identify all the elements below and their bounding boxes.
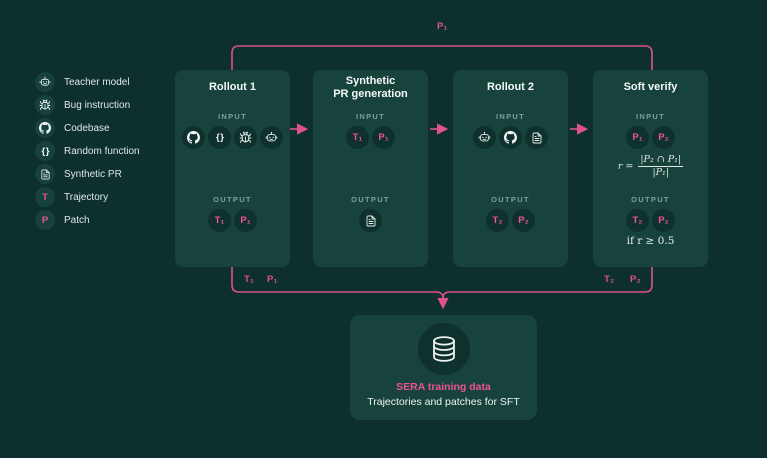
document-icon: [525, 126, 548, 149]
document-icon: [35, 164, 55, 184]
robot-icon: [473, 126, 496, 149]
output-row: T₂ P₂: [593, 209, 708, 232]
badge-p1: P₁: [234, 209, 257, 232]
connector-bottom-left: [231, 267, 444, 299]
legend: Teacher model Bug instruction Codebase: [35, 72, 140, 233]
input-label: INPUT: [356, 112, 385, 121]
github-icon: [499, 126, 522, 149]
letter-t-icon: T: [35, 187, 55, 207]
legend-label: Random function: [64, 145, 140, 157]
flow-label-t1-bottom: T₁: [244, 274, 255, 285]
legend-item-teacher-model: Teacher model: [35, 72, 140, 92]
input-row: [453, 126, 568, 149]
output-row: T₂ P₂: [453, 209, 568, 232]
database-icon: [417, 323, 470, 375]
formula-denominator: |P₁|: [652, 167, 670, 179]
output-row: T₁ P₁: [175, 209, 290, 232]
bug-icon: [234, 126, 257, 149]
badge-t1: T₁: [208, 209, 231, 232]
overlap-ratio-formula: r = |P₂ ∩ P₁| |P₁|: [593, 154, 708, 180]
input-label: INPUT: [218, 112, 247, 121]
output-label: OUTPUT: [351, 195, 390, 204]
formula-lhs: r =: [617, 161, 634, 173]
flow-label-t2-bottom: T₂: [604, 274, 615, 285]
letter-p-glyph: P: [41, 214, 49, 226]
github-icon: [35, 118, 55, 138]
legend-label: Bug instruction: [64, 99, 131, 111]
input-label: INPUT: [636, 112, 665, 121]
legend-item-random-function: { } Random function: [35, 141, 140, 161]
input-row: T₁ P₁: [313, 126, 428, 149]
badge-p1: P₁: [372, 126, 395, 149]
braces-glyph: { }: [215, 132, 224, 143]
flow-label-p1-top: P₁: [437, 21, 448, 32]
letter-p-icon: P: [35, 210, 55, 230]
stage-title-line1: Synthetic: [345, 74, 396, 87]
badge-t2: T₂: [486, 209, 509, 232]
robot-icon: [260, 126, 283, 149]
badge-p1: P₁: [626, 126, 649, 149]
stage-title-line2: PR generation: [333, 88, 408, 100]
flow-label-p1-bottom: P₁: [267, 274, 278, 285]
connector-bottom-right: [442, 267, 653, 299]
output-label: OUTPUT: [491, 195, 530, 204]
stage-synthetic-pr-generation: Synthetic PR generation INPUT T₁ P₁ OUTP…: [313, 70, 428, 267]
github-icon: [182, 126, 205, 149]
legend-item-synthetic-pr: Synthetic PR: [35, 164, 140, 184]
braces-glyph: { }: [41, 145, 49, 157]
legend-item-patch: P Patch: [35, 210, 140, 230]
document-icon: [359, 209, 382, 232]
stage-rollout-2: Rollout 2 INPUT OUTPUT T₂ P₂: [453, 70, 568, 267]
legend-item-codebase: Codebase: [35, 118, 140, 138]
legend-label: Trajectory: [64, 191, 109, 203]
formula-numerator: |P₂ ∩ P₁|: [638, 154, 684, 168]
legend-label: Synthetic PR: [64, 168, 122, 180]
badge-t2: T₂: [626, 209, 649, 232]
formula-fraction: |P₂ ∩ P₁| |P₁|: [638, 154, 684, 180]
sera-training-data-box: SERA training data Trajectories and patc…: [350, 315, 537, 420]
robot-icon: [35, 72, 55, 92]
stage-title: Soft verify: [623, 81, 678, 94]
stage-title: Rollout 1: [208, 81, 257, 94]
output-label: OUTPUT: [631, 195, 670, 204]
bug-icon: [35, 95, 55, 115]
legend-label: Codebase: [64, 122, 110, 134]
badge-p2: P₂: [512, 209, 535, 232]
legend-item-trajectory: T Trajectory: [35, 187, 140, 207]
stage-rollout-1: Rollout 1 INPUT { } OUTPUT T₁ P₁: [175, 70, 290, 267]
threshold-condition: if r ≥ 0.5: [626, 235, 675, 247]
connector-top-p1: [231, 45, 653, 70]
output-row: [313, 209, 428, 232]
stage-soft-verify: Soft verify INPUT P₁ P₂ r = |P₂ ∩ P₁| |P…: [593, 70, 708, 267]
flow-label-p2-bottom: P₂: [630, 274, 641, 285]
badge-p2: P₂: [652, 126, 675, 149]
legend-label: Patch: [64, 214, 90, 226]
badge-p2: P₂: [652, 209, 675, 232]
input-row: P₁ P₂: [593, 126, 708, 149]
legend-label: Teacher model: [64, 76, 130, 88]
stage-title: Synthetic PR generation: [313, 70, 428, 106]
output-label: OUTPUT: [213, 195, 252, 204]
sink-subtitle: Trajectories and patches for SFT: [367, 396, 520, 408]
legend-item-bug-instruction: Bug instruction: [35, 95, 140, 115]
braces-icon: { }: [208, 126, 231, 149]
sink-title: SERA training data: [396, 381, 491, 393]
badge-t1: T₁: [346, 126, 369, 149]
stage-title: Rollout 2: [486, 81, 535, 94]
input-label: INPUT: [496, 112, 525, 121]
letter-t-glyph: T: [42, 191, 48, 203]
braces-icon: { }: [35, 141, 55, 161]
input-row: { }: [175, 126, 290, 149]
